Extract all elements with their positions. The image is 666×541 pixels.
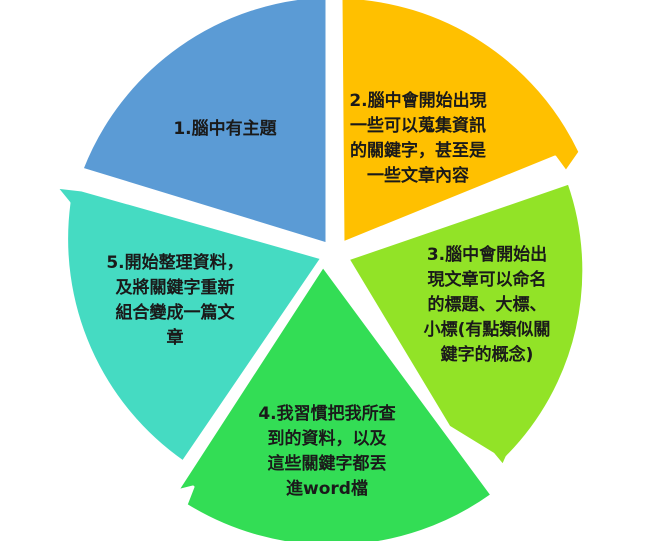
segment-3-line-2: 現文章可以命名 — [428, 269, 547, 290]
segment-5-line-1: 5.開始整理資料， — [106, 252, 243, 273]
segment-2-shape — [339, 0, 582, 245]
segment-5-shape — [54, 185, 324, 464]
segment-4-label: 4.我習慣把我所查到的資料，以及這些關鍵字都丟進word檔 — [258, 403, 396, 499]
segment-3-line-5: 鍵字的概念) — [441, 344, 534, 365]
segment-4-line-2: 到的資料，以及 — [268, 428, 388, 449]
segment-5-line-3: 組合變成一篇文 — [116, 302, 236, 323]
segment-2-label: 2.腦中會開始出現一些可以蒐集資訊的關鍵字，甚至是一些文章內容 — [349, 90, 486, 186]
segment-3-label: 3.腦中會開始出現文章可以命名的標題、大標、小標(有點類似關鍵字的概念) — [424, 244, 551, 365]
segment-2-line-1: 2.腦中會開始出現 — [349, 90, 486, 111]
segment-2-line-4: 一些文章內容 — [367, 165, 469, 186]
segment-3-line-3: 的標題、大標、 — [428, 294, 547, 315]
segment-5-line-2: 及將關鍵字重新 — [116, 277, 235, 298]
segment-5-label: 5.開始整理資料， 及將關鍵字重新組合變成一篇文章 — [106, 252, 243, 348]
segment-5-line-4: 章 — [167, 327, 184, 348]
segment-3-line-4: 小標(有點類似關 — [424, 319, 551, 340]
segment-2-line-3: 的關鍵字，甚至是 — [350, 140, 486, 161]
segment-1-label: 1.腦中有主題 — [173, 118, 277, 139]
segment-4-line-4: 進word檔 — [286, 478, 368, 499]
segment-4-line-3: 這些關鍵字都丟 — [268, 453, 387, 474]
segment-1-line-1: 1.腦中有主題 — [173, 118, 277, 139]
segment-4-shape — [175, 264, 494, 541]
segment-2-line-2: 一些可以蒐集資訊 — [350, 115, 486, 136]
segment-4-line-1: 4.我習慣把我所查 — [258, 403, 396, 424]
segment-3-line-1: 3.腦中會開始出 — [427, 244, 547, 265]
segment-1-shape — [80, 0, 329, 246]
segment-3-shape — [346, 181, 586, 468]
